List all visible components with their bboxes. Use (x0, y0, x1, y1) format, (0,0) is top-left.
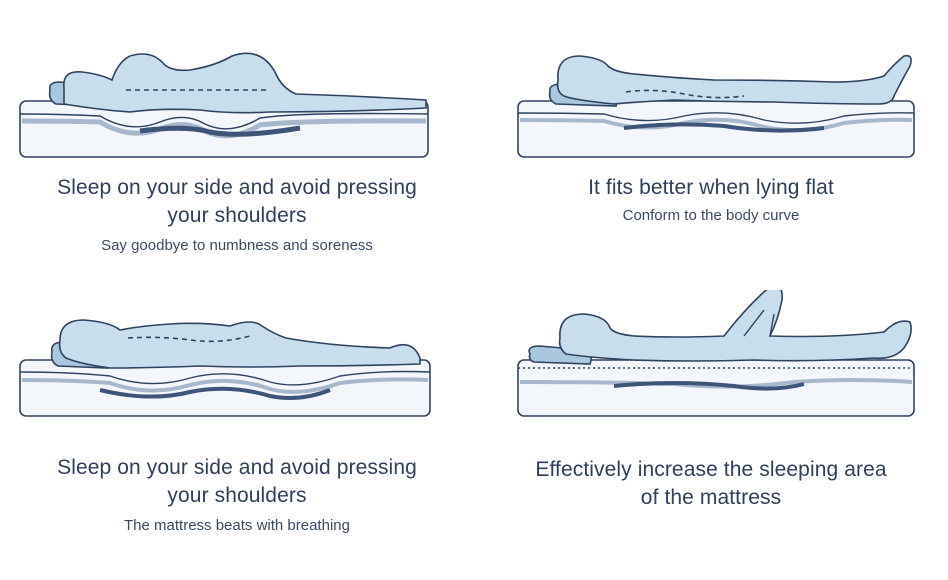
breathing-title-line2: your shoulders (167, 484, 307, 507)
sleeping-area-illustration (517, 290, 915, 417)
body-silhouette (58, 319, 421, 369)
mattress-stripe-dark (99, 386, 331, 400)
mattress-stripe-dark (139, 125, 301, 137)
spine-line (127, 335, 251, 343)
mattress-top-line (517, 112, 915, 124)
mattress-stripe-dark (613, 381, 805, 391)
breathing-caption: Sleep on your side and avoid pressing yo… (0, 454, 474, 536)
body-silhouette (556, 54, 912, 105)
flat-sleep-caption: It fits better when lying flat Conform t… (474, 174, 948, 226)
sleeping-area-caption: Effectively increase the sleeping area o… (474, 456, 948, 512)
mattress-stripe-dark (623, 122, 825, 133)
side-sleep-caption: Sleep on your side and avoid pressing yo… (0, 174, 474, 256)
flat-sleep-subtitle: Conform to the body curve (622, 207, 800, 224)
mattress-top-line (19, 370, 431, 386)
side-sleep-illustration (19, 52, 429, 158)
breathing-subtitle: The mattress beats with breathing (124, 517, 350, 534)
side-sleep-subtitle: Say goodbye to numbness and soreness (101, 237, 373, 254)
mattress-stripe-light (21, 118, 427, 139)
panel-breathing: Sleep on your side and avoid pressing yo… (0, 290, 474, 580)
flat-sleep-title-line1: It fits better when lying flat (588, 176, 834, 199)
mattress-stripe-light (519, 117, 913, 133)
body-silhouette (558, 290, 912, 362)
sleeping-area-title-line1: Effectively increase the sleeping area (535, 458, 887, 481)
mattress-stripe-light (21, 377, 429, 394)
panel-flat-sleep: It fits better when lying flat Conform t… (474, 0, 948, 290)
leg-detail (743, 309, 775, 337)
spine-line (625, 89, 745, 99)
sleeping-area-title-line2: of the mattress (640, 486, 782, 509)
panel-sleeping-area: Effectively increase the sleeping area o… (474, 290, 948, 580)
side-sleep-title-line2: your shoulders (167, 204, 307, 227)
mattress-top-line (19, 112, 429, 130)
side-sleep-title-line1: Sleep on your side and avoid pressing (57, 176, 417, 199)
flat-sleep-illustration (517, 54, 915, 158)
panel-side-sleep: Sleep on your side and avoid pressing yo… (0, 0, 474, 290)
breathing-title-line1: Sleep on your side and avoid pressing (57, 456, 417, 479)
body-silhouette (63, 52, 427, 114)
mattress (517, 100, 915, 158)
breathing-illustration (19, 319, 431, 417)
